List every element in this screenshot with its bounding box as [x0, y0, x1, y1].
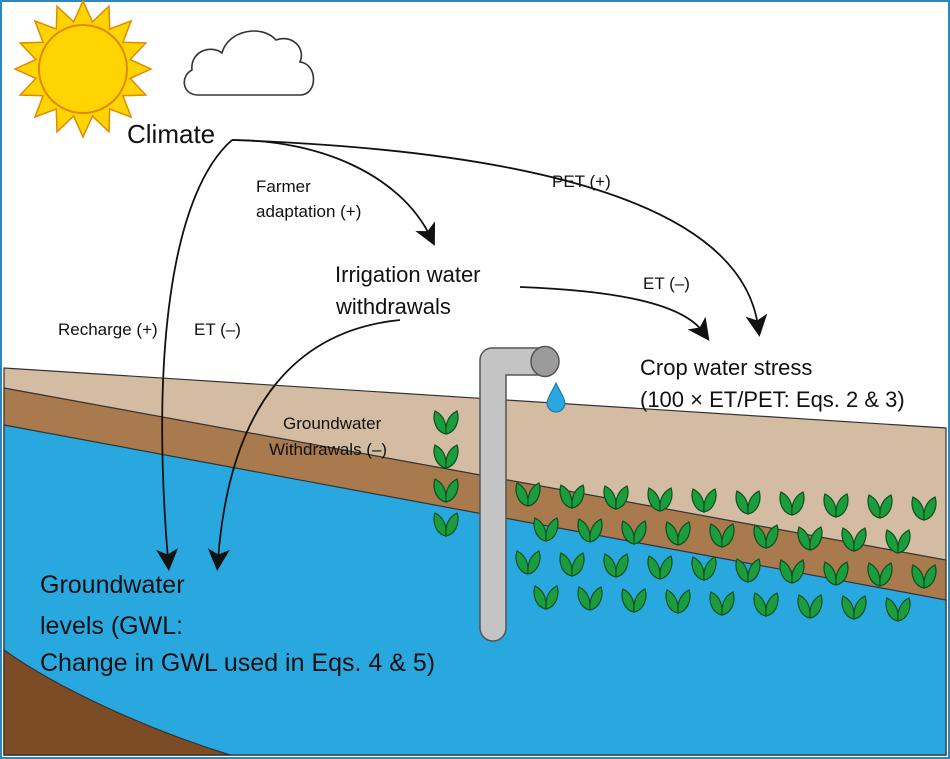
- pipe-icon: [479, 345, 560, 642]
- climate-label: Climate: [127, 119, 216, 149]
- farmer-adaptation-label-line1: Farmer: [256, 177, 311, 196]
- arrow-climate-to-gwl: [156, 139, 233, 571]
- recharge-label: Recharge (+): [58, 320, 158, 339]
- gw-withdrawals-label-line2: Withdrawals (–): [269, 440, 388, 459]
- gwl-label-line3: Change in GWL used in Eqs. 4 & 5): [40, 649, 436, 677]
- causal-arrows: [156, 139, 768, 571]
- irrigation-label-line2: withdrawals: [336, 294, 451, 319]
- et-irrigation-label: ET (–): [643, 274, 690, 293]
- gwl-label-line1: Groundwater: [40, 571, 185, 599]
- crop-stress-label-line2: (100 × ET/PET: Eqs. 2 & 3): [640, 387, 905, 412]
- farmer-adaptation-label-line2: adaptation (+): [256, 202, 362, 221]
- gw-withdrawals-label-line1: Groundwater: [283, 414, 382, 433]
- irrigation-label-line1: Irrigation water: [335, 262, 481, 287]
- cloud-icon: [183, 30, 315, 96]
- sun-icon: [13, 0, 153, 139]
- arrow-irrigation-to-crop-stress: [519, 286, 710, 341]
- gwl-label-line2: levels (GWL:: [40, 612, 184, 640]
- arrow-climate-to-crop-stress: [231, 139, 768, 337]
- et-left-label: ET (–): [194, 320, 241, 339]
- crop-stress-label-line1: Crop water stress: [640, 355, 813, 380]
- pet-label: PET (+): [552, 172, 611, 191]
- water-drop-icon: [546, 381, 566, 413]
- bedrock-layer: [3, 648, 231, 756]
- arrow-irrigation-to-gwl: [207, 319, 401, 571]
